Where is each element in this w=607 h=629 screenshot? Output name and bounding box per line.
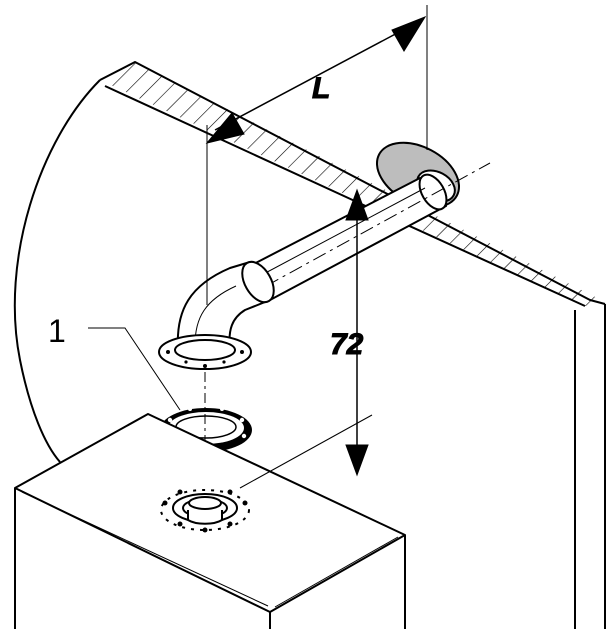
callout-1-leader <box>88 327 181 411</box>
wall-section-top-edge <box>99 61 606 305</box>
dimension-72-arrow-bottom <box>345 444 369 477</box>
outlet-leader-line <box>239 414 373 489</box>
dimension-l-line <box>214 21 419 131</box>
dimension-l: L <box>205 5 428 305</box>
boiler-top-inner-right <box>274 536 399 608</box>
dimension-l-arrow-right <box>391 15 427 52</box>
dimension-72-arrow-top <box>345 188 369 221</box>
wall-section-inner-edge <box>104 85 586 307</box>
dimension-l-label: L <box>312 72 330 105</box>
callout-1-label: 1 <box>48 313 66 349</box>
dimension-72: 72 <box>330 188 369 477</box>
wall-break-curve <box>13 79 101 463</box>
wall-section-hatched <box>100 62 605 306</box>
dimension-72-label: 72 <box>330 328 364 361</box>
callout-1: 1 <box>48 313 181 411</box>
dimension-l-arrow-left <box>205 112 245 144</box>
elbow <box>158 260 275 370</box>
elbow-flange-inner <box>174 339 236 361</box>
boiler-flue-outlet <box>160 489 250 533</box>
boiler-top-inner <box>21 491 269 607</box>
elbow-joint-ring <box>241 260 275 304</box>
flue-pipe-end <box>418 173 448 211</box>
flue-pipe-highlight <box>255 187 426 279</box>
